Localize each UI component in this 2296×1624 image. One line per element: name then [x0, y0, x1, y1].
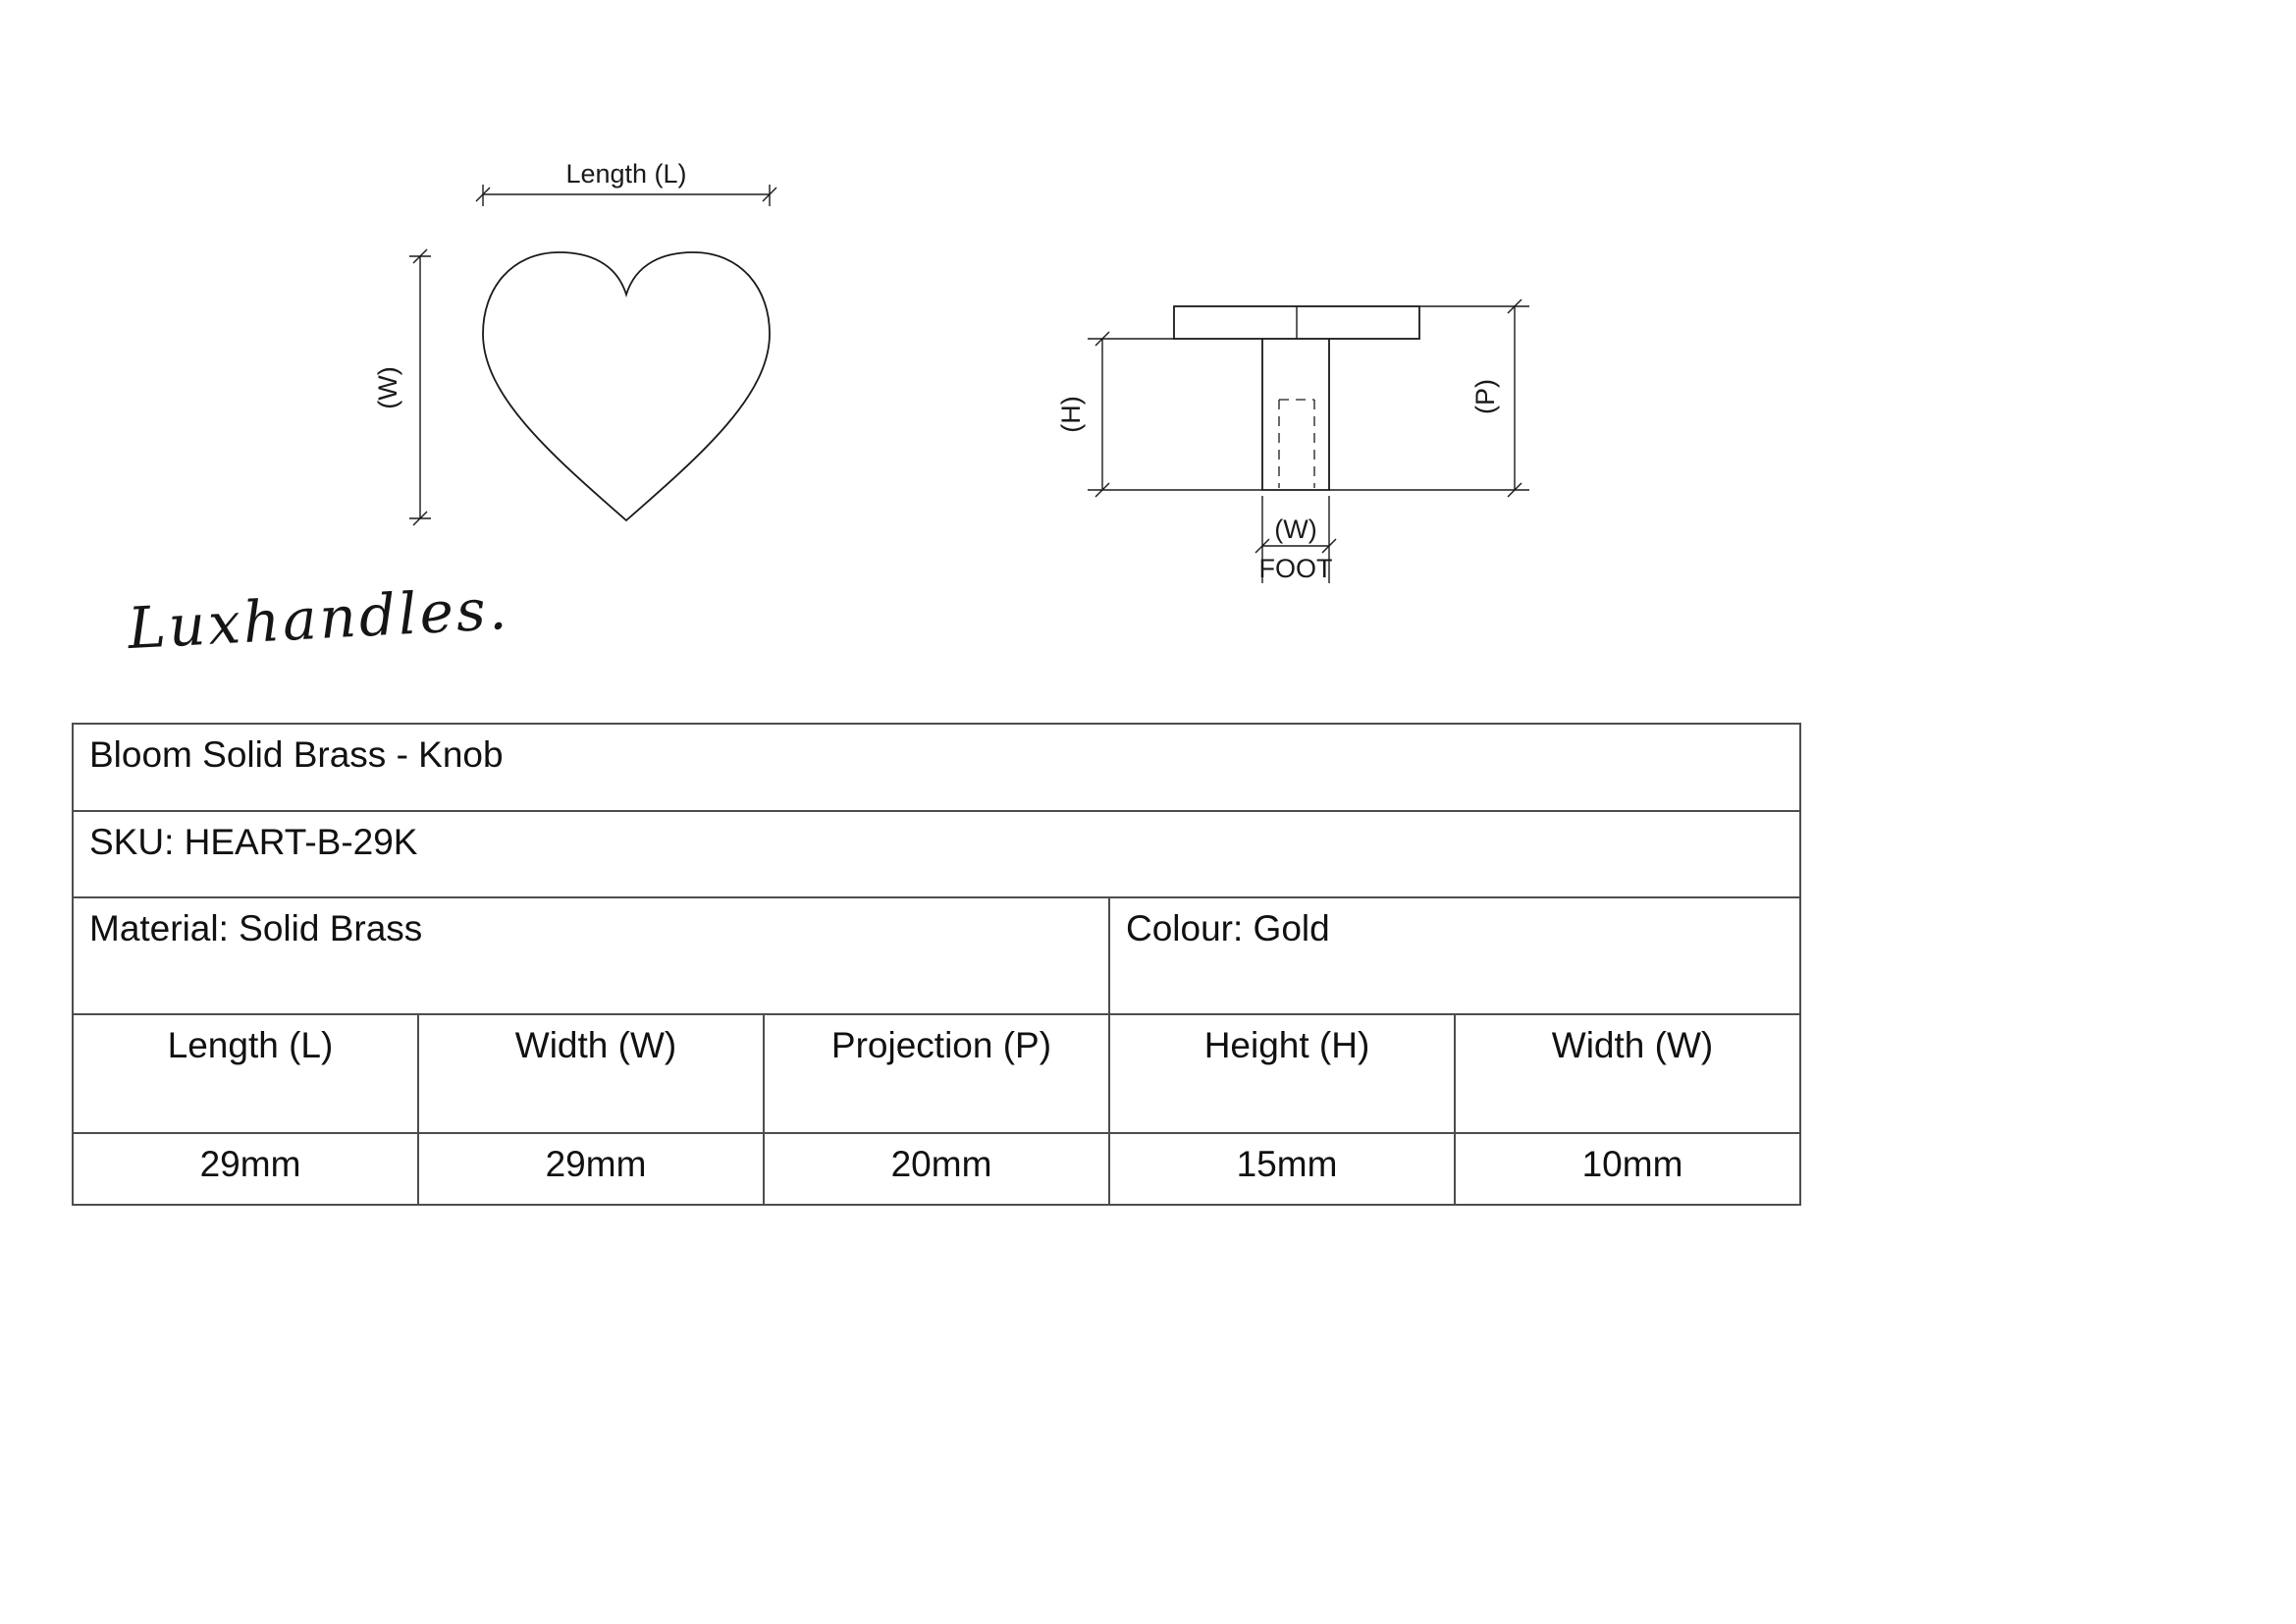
projection-label: (P): [1470, 379, 1500, 414]
screw-hole-hidden-lines: [1278, 399, 1315, 488]
value-length: 29mm: [72, 1132, 419, 1206]
table-row-headers: Length (L) Width (W) Projection (P) Heig…: [72, 1013, 1801, 1134]
heart-outline-icon: [482, 251, 771, 522]
dimension-height: (H): [1056, 331, 1262, 498]
column-header-width: Width (W): [417, 1013, 765, 1134]
front-width-label: (W): [373, 366, 402, 408]
knob-stem-profile: [1261, 339, 1330, 491]
table-row-sku: SKU: HEART-B-29K: [72, 810, 1801, 898]
spec-table: Bloom Solid Brass - Knob SKU: HEART-B-29…: [72, 723, 1801, 1206]
column-header-projection: Projection (P): [763, 1013, 1110, 1134]
table-row-title: Bloom Solid Brass - Knob: [72, 723, 1801, 812]
product-title: Bloom Solid Brass - Knob: [72, 723, 1801, 812]
value-width: 29mm: [417, 1132, 765, 1206]
technical-drawing: Length (L) (W): [373, 159, 1529, 583]
value-height: 15mm: [1108, 1132, 1456, 1206]
foot-width-label: (W): [1274, 514, 1316, 544]
product-sku: SKU: HEART-B-29K: [72, 810, 1801, 898]
column-header-length: Length (L): [72, 1013, 419, 1134]
dimension-projection: (P): [1329, 298, 1529, 498]
product-material: Material: Solid Brass: [72, 896, 1110, 1015]
table-row-material-colour: Material: Solid Brass Colour: Gold: [72, 896, 1801, 1015]
dimension-length: Length (L): [475, 159, 777, 206]
foot-label: FOOT: [1259, 554, 1333, 583]
column-header-foot-width: Width (W): [1454, 1013, 1801, 1134]
length-label: Length (L): [565, 159, 686, 189]
value-foot-width: 10mm: [1454, 1132, 1801, 1206]
side-view: (H) (P) (W) FOOT: [1056, 298, 1529, 583]
height-label: (H): [1056, 396, 1086, 432]
dimension-foot-width: (W) FOOT: [1255, 496, 1337, 583]
dimension-front-width: (W): [373, 248, 431, 526]
value-projection: 20mm: [763, 1132, 1110, 1206]
front-view: Length (L) (W): [373, 159, 777, 526]
table-row-values: 29mm 29mm 20mm 15mm 10mm: [72, 1132, 1801, 1206]
product-colour: Colour: Gold: [1108, 896, 1801, 1015]
column-header-height: Height (H): [1108, 1013, 1456, 1134]
